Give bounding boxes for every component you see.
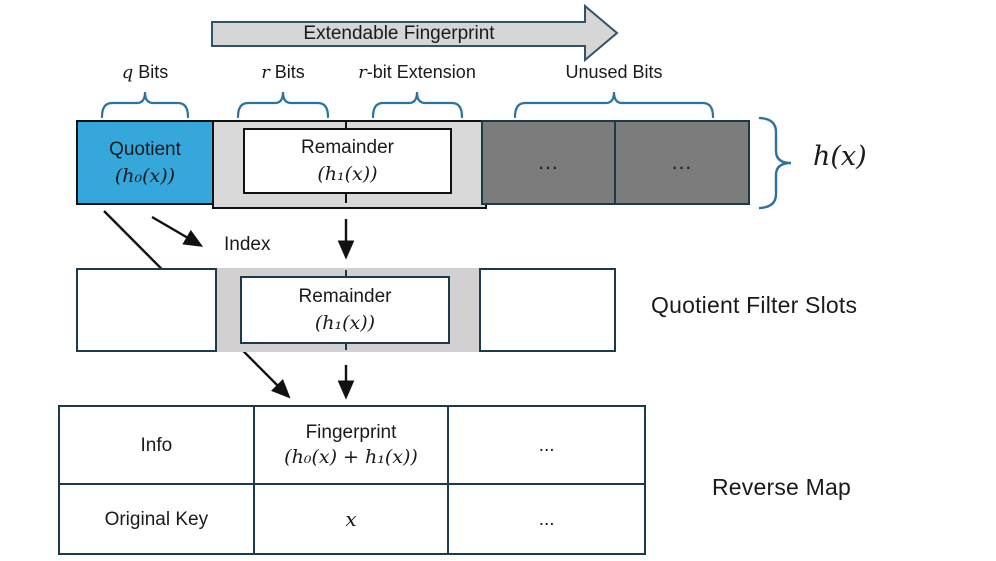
brace-r-extension-icon [371,91,464,119]
filter-remainder-box: Remainder (h₁(x)) [240,276,450,344]
table-cell-x: x [255,485,450,553]
filter-slots-label: Quotient Filter Slots [651,292,858,318]
bit-label-q-math: q [121,62,134,83]
index-arrow-icon [151,215,204,247]
reverse-map-label: Reverse Map [712,474,851,500]
remainder-box: Remainder (h₁(x)) [243,128,452,194]
x-text: x [345,506,357,531]
index-label: Index [224,234,271,255]
bit-label-r-math: r [261,62,270,83]
bit-label-q-text: Bits [133,62,169,82]
bit-label-q: q Bits [122,62,169,83]
row1-dots-text: ... [538,434,555,456]
bit-label-r-extension-math: r [358,62,367,83]
original-key-text: Original Key [104,508,209,530]
fingerprint-formula: (h₀(x) + h₁(x)) [284,446,418,468]
unused-cell-1: ... [481,120,616,205]
quotient-hash: (h₀(x)) [114,164,176,187]
extendable-fingerprint-label: Extendable Fingerprint [303,23,495,44]
table-cell-row2-dots: ... [449,485,644,553]
bit-label-r-extension: r-bit Extension [358,62,476,83]
table-cell-original-key: Original Key [60,485,255,553]
filter-remainder-hash: (h₁(x)) [314,312,376,334]
filter-remainder-title: Remainder [298,286,392,307]
bit-label-unused: Unused Bits [565,62,662,83]
table-cell-info: Info [60,407,255,485]
extendable-fingerprint-arrow-icon [211,3,619,63]
quotient-cell: Quotient (h₀(x)) [76,120,214,205]
quotient-title: Quotient [109,138,181,160]
bit-label-r: r Bits [261,62,305,83]
hash-function-label: h(x) [813,141,867,172]
brace-q-bits-icon [100,91,190,119]
reverse-map-table: Info Fingerprint (h₀(x) + h₁(x)) ... Ori… [58,405,646,555]
unused-cell-2: ... [614,120,750,205]
remainder-title: Remainder [301,137,394,158]
hash-brace-icon [758,116,792,210]
remainder-hash: (h₁(x)) [317,163,378,185]
table-cell-row1-dots: ... [449,407,644,485]
unused-cell-2-dots: ... [671,150,693,174]
bit-label-unused-text: Unused Bits [565,62,663,82]
brace-unused-bits-icon [513,91,715,119]
bit-label-r-extension-text: -bit Extension [366,62,476,82]
info-text: Info [140,434,173,456]
row2-dots-text: ... [538,508,555,530]
unused-cell-1-dots: ... [538,150,559,174]
bit-label-r-text: Bits [269,62,305,82]
table-cell-fingerprint: Fingerprint (h₀(x) + h₁(x)) [254,407,450,485]
fingerprint-text: Fingerprint [305,422,397,443]
brace-r-bits-icon [236,91,330,119]
